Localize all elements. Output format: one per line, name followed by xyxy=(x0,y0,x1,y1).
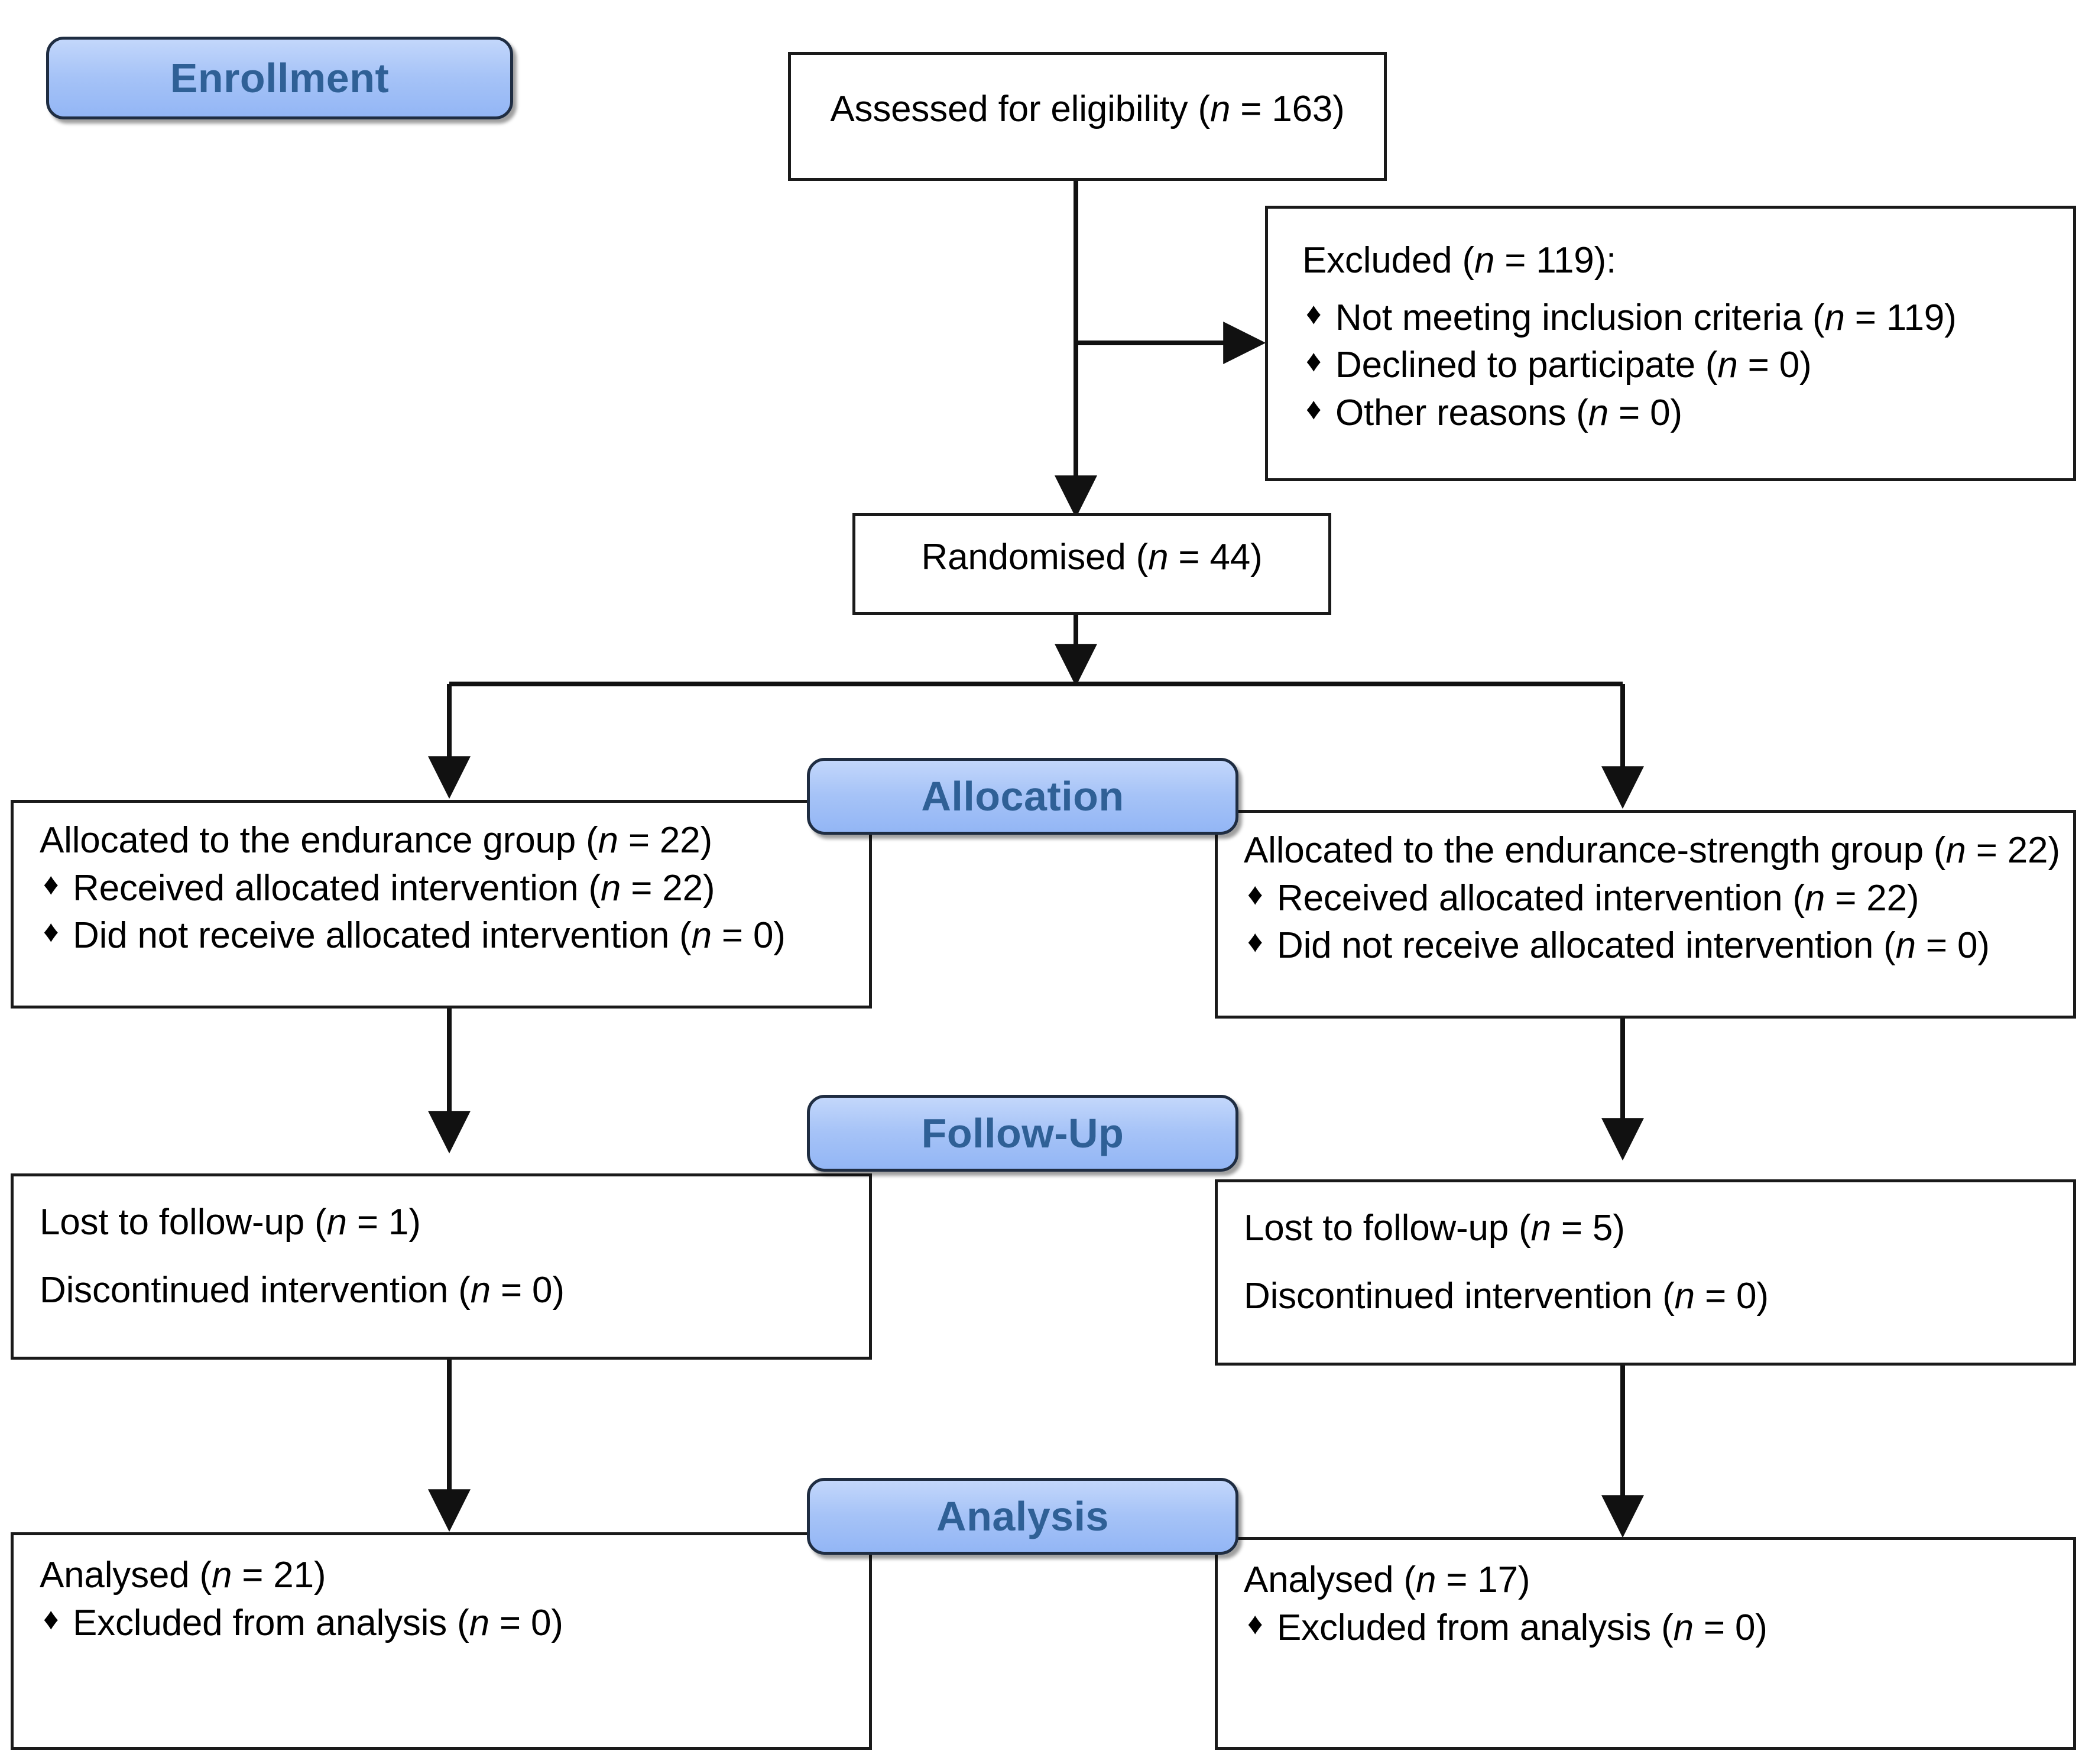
box-randomised: Randomised (n = 44) xyxy=(852,513,1331,615)
left-followup-line: Discontinued intervention (n = 0) xyxy=(40,1269,565,1311)
bullet-diamond-icon: ♦ xyxy=(1306,296,1322,331)
bullet-diamond-icon: ♦ xyxy=(1247,877,1263,912)
box-excluded: Excluded (n = 119): ♦Not meeting inclusi… xyxy=(1265,206,2076,481)
stage-badge-analysis: Analysis xyxy=(807,1478,1238,1555)
box-right-follow-up: Lost to follow-up (n = 5) Discontinued i… xyxy=(1215,1179,2076,1366)
right-followup-line: Discontinued intervention (n = 0) xyxy=(1244,1275,1769,1316)
box-right-allocation: Allocated to the endurance-strength grou… xyxy=(1215,810,2076,1019)
stage-badge-allocation-label: Allocation xyxy=(921,773,1124,819)
bullet-diamond-icon: ♦ xyxy=(43,867,59,902)
bullet-diamond-icon: ♦ xyxy=(1247,925,1263,959)
bullet-diamond-icon: ♦ xyxy=(1247,1606,1263,1641)
randomised-line: Randomised (n = 44) xyxy=(921,537,1263,578)
left-allocation-heading: Allocated to the endurance group (n = 22… xyxy=(40,820,712,861)
box-left-analysis: Analysed (n = 21) ♦Excluded from analysi… xyxy=(11,1532,872,1750)
right-analysis-heading: Analysed (n = 17) xyxy=(1244,1559,1530,1600)
stage-badge-analysis-label: Analysis xyxy=(936,1493,1109,1539)
excluded-heading: Excluded (n = 119): xyxy=(1302,240,1617,281)
bullet-diamond-icon: ♦ xyxy=(43,1601,59,1636)
box-assessed-for-eligibility: Assessed for eligibility (n = 163) xyxy=(788,52,1387,181)
right-analysis-item: ♦Excluded from analysis (n = 0) xyxy=(1244,1604,2053,1652)
stage-badge-enrollment: Enrollment xyxy=(46,37,513,119)
stage-badge-allocation: Allocation xyxy=(807,758,1238,835)
left-analysis-heading: Analysed (n = 21) xyxy=(40,1555,326,1596)
left-analysis-item: ♦Excluded from analysis (n = 0) xyxy=(40,1600,849,1648)
bullet-diamond-icon: ♦ xyxy=(43,915,59,949)
left-allocation-item: ♦Received allocated intervention (n = 22… xyxy=(40,865,849,913)
right-allocation-heading: Allocated to the endurance-strength grou… xyxy=(1244,830,2060,871)
excluded-reason-item: ♦Not meeting inclusion criteria (n = 119… xyxy=(1302,294,2053,342)
excluded-reason-item: ♦Other reasons (n = 0) xyxy=(1302,390,2053,437)
box-left-allocation: Allocated to the endurance group (n = 22… xyxy=(11,800,872,1009)
box-right-analysis: Analysed (n = 17) ♦Excluded from analysi… xyxy=(1215,1537,2076,1750)
stage-badge-follow-up-label: Follow-Up xyxy=(921,1110,1124,1156)
left-followup-line: Lost to follow-up (n = 1) xyxy=(40,1202,421,1243)
stage-badge-follow-up: Follow-Up xyxy=(807,1095,1238,1172)
right-allocation-item: ♦Received allocated intervention (n = 22… xyxy=(1244,875,2053,923)
bullet-diamond-icon: ♦ xyxy=(1306,391,1322,426)
left-allocation-item: ♦Did not receive allocated intervention … xyxy=(40,912,849,960)
excluded-reason-item: ♦Declined to participate (n = 0) xyxy=(1302,342,2053,390)
right-followup-line: Lost to follow-up (n = 5) xyxy=(1244,1208,1625,1249)
assessed-line: Assessed for eligibility (n = 163) xyxy=(830,89,1345,129)
right-allocation-item: ♦Did not receive allocated intervention … xyxy=(1244,922,2053,970)
stage-badge-enrollment-label: Enrollment xyxy=(170,55,390,101)
box-left-follow-up: Lost to follow-up (n = 1) Discontinued i… xyxy=(11,1173,872,1360)
bullet-diamond-icon: ♦ xyxy=(1306,344,1322,379)
